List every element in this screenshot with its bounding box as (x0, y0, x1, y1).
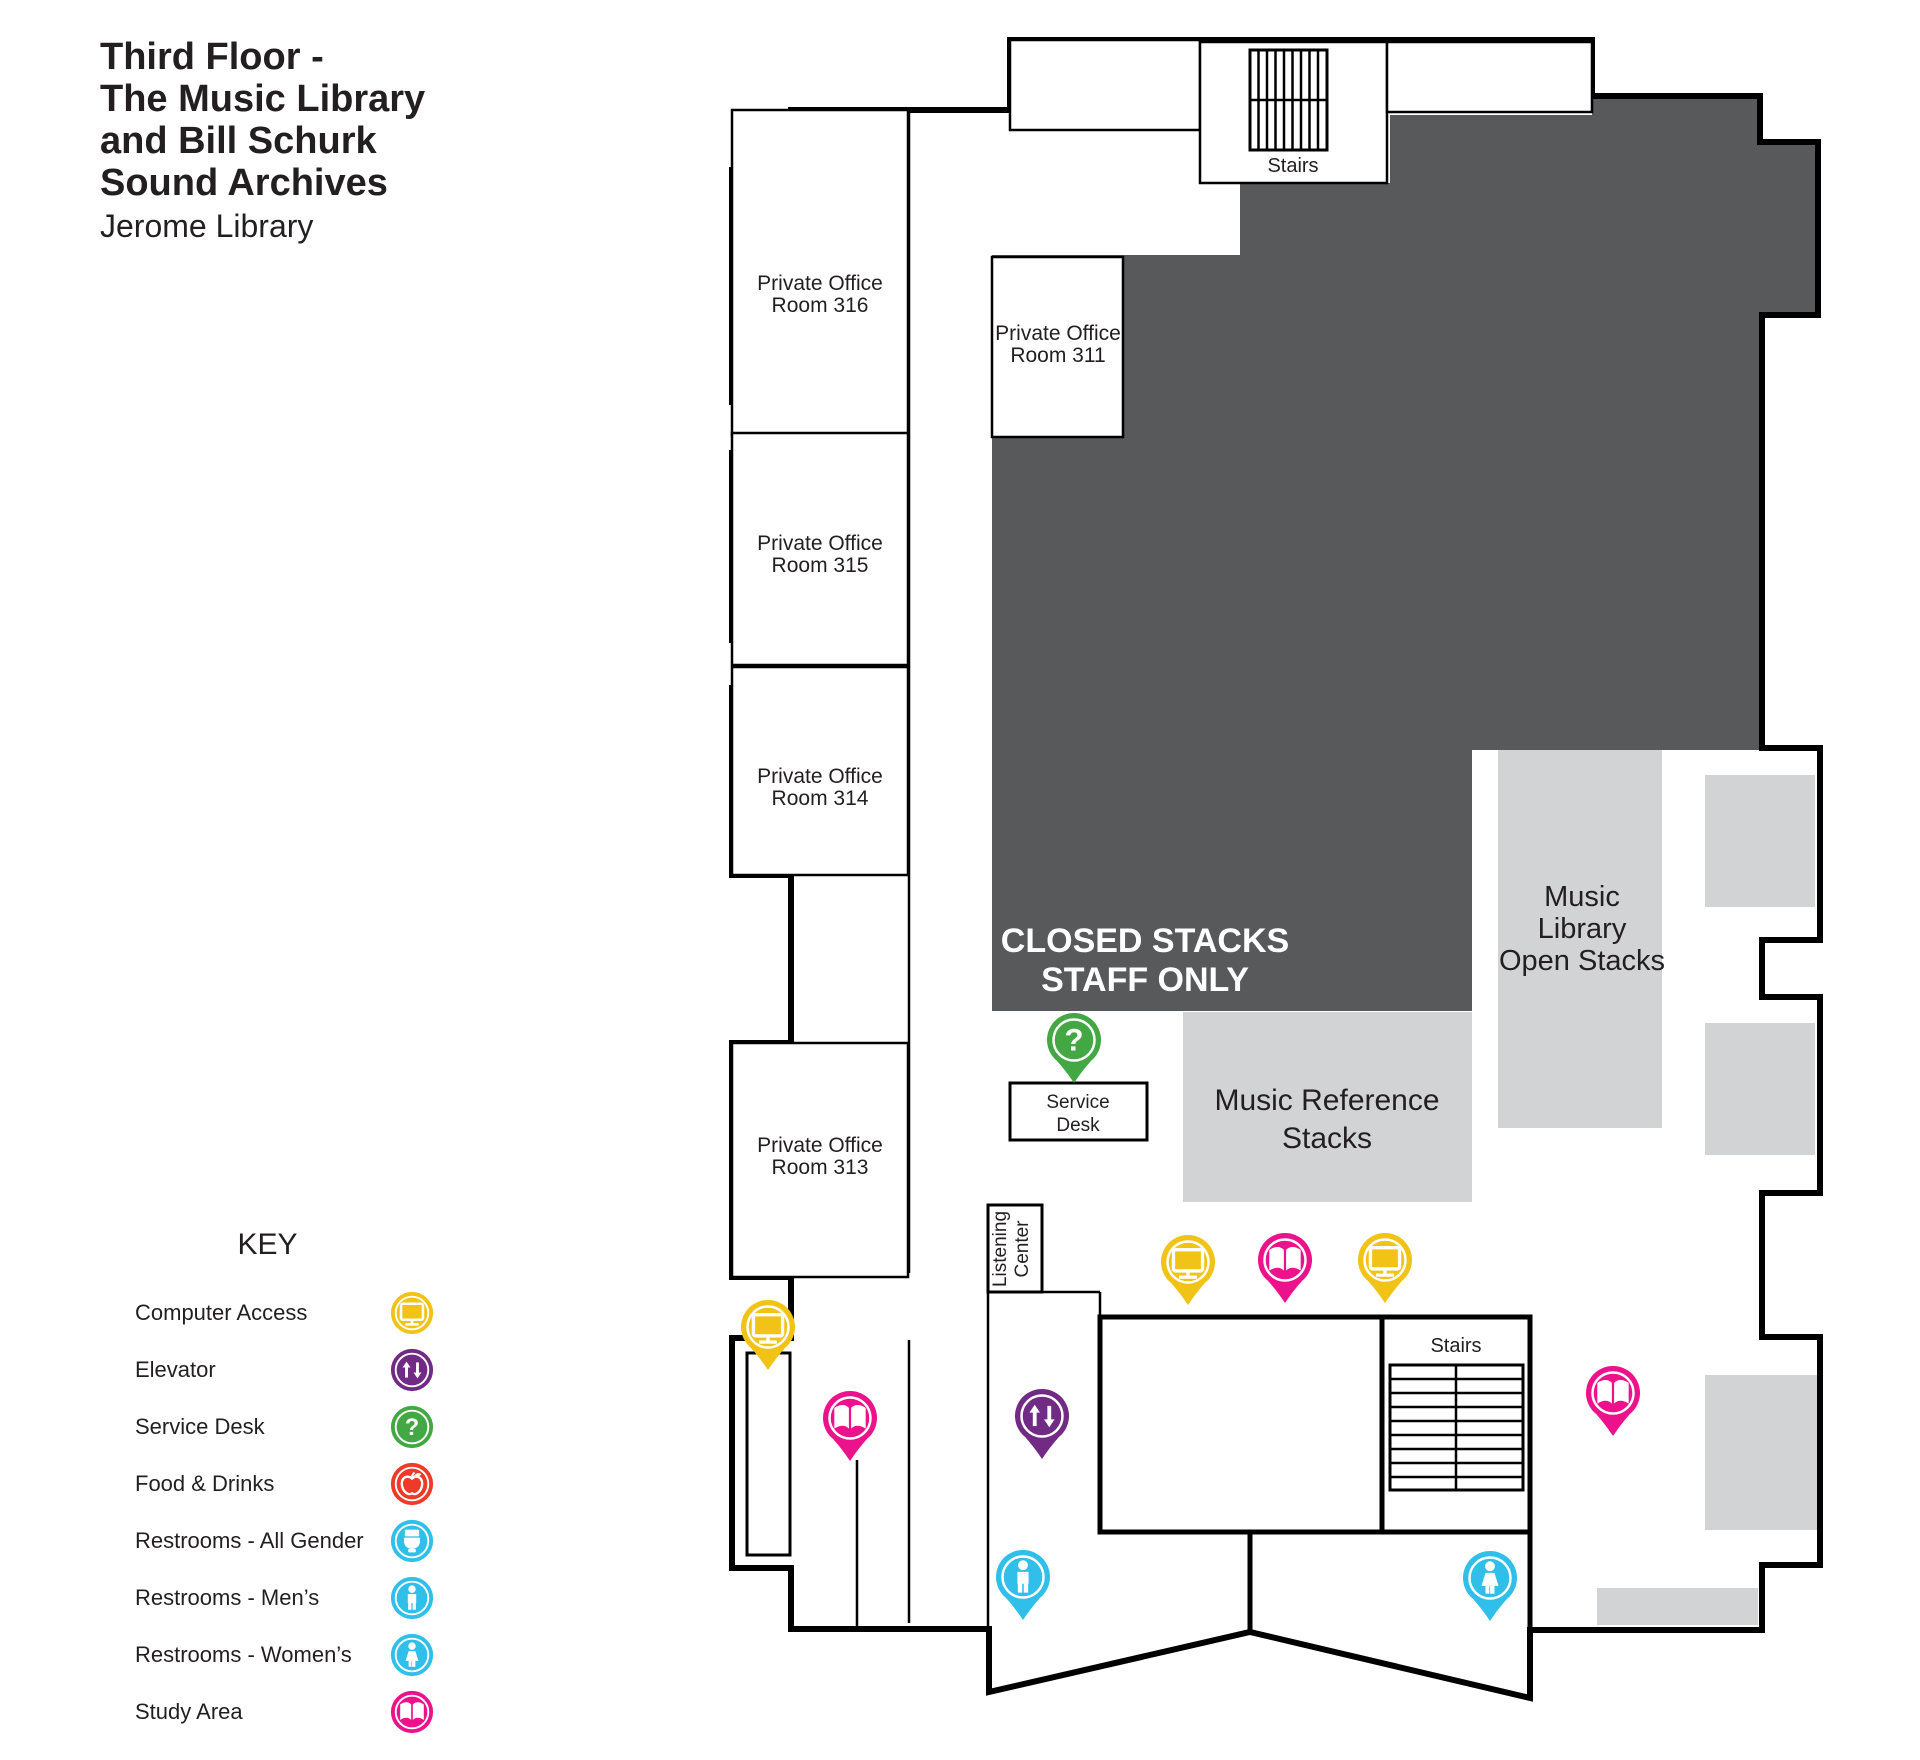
legend-label: Service Desk (135, 1413, 265, 1439)
legend-item-restroom-all-gender: Restrooms - All Gender (135, 1512, 435, 1569)
map-pin-book (1586, 1366, 1640, 1436)
title-line: and Bill Schurk (100, 120, 377, 162)
service-desk-label: Service (1046, 1092, 1109, 1113)
room-office-313 (730, 1041, 910, 1279)
office-311-label: Private Office (995, 322, 1121, 345)
display-case (745, 1351, 792, 1557)
map-pin-computer (1161, 1235, 1215, 1305)
map-pin-woman (1463, 1551, 1517, 1621)
legend-item-service-desk: Service Desk (135, 1398, 435, 1455)
legend-label: Restrooms - Men’s (135, 1584, 320, 1610)
music-reference-label: Music Reference (1214, 1084, 1439, 1117)
closed-stacks-area (992, 96, 1818, 1011)
open-stacks-label: Library (1538, 913, 1627, 945)
room-office-311 (990, 255, 1125, 439)
legend-item-elevator: Elevator (135, 1341, 435, 1398)
stack-block (1705, 775, 1815, 907)
legend-label: Elevator (135, 1356, 216, 1382)
title-line: Sound Archives (100, 162, 388, 204)
legend-item-study-area: Study Area (135, 1683, 435, 1740)
map-pin-elevator (1015, 1389, 1069, 1459)
stack-block (1597, 1588, 1758, 1625)
open-stacks-label: Open Stacks (1499, 945, 1665, 977)
map-pin-question (1047, 1013, 1101, 1083)
legend-label: Computer Access (135, 1299, 308, 1325)
stack-block (1705, 1375, 1817, 1530)
closed-stacks-label: STAFF ONLY (1041, 961, 1249, 999)
lobby-walls (1247, 1532, 1533, 1633)
legend-label: Restrooms - All Gender (135, 1527, 364, 1553)
room-office-314 (730, 665, 910, 877)
map-pin-book (823, 1391, 877, 1461)
legend-item-restroom-womens: Restrooms - Women’s (135, 1626, 435, 1683)
legend-heading: KEY (237, 1228, 298, 1261)
title-subtitle: Jerome Library (100, 208, 314, 244)
stairs-bottom-label: Stairs (1430, 1335, 1481, 1357)
map-pin-man (996, 1550, 1050, 1620)
legend-item-computer-access: Computer Access (135, 1284, 435, 1341)
title-line: The Music Library (100, 78, 426, 120)
room-top-right (1385, 40, 1594, 114)
music-reference-stacks-area (1183, 1012, 1472, 1202)
legend-label: Study Area (135, 1698, 243, 1724)
listening-center-room (986, 1203, 1044, 1294)
map-pin-book (1258, 1233, 1312, 1303)
stairs-top-icon (1248, 48, 1329, 152)
legend: KEY Computer Access Elevator Service Des… (135, 1228, 435, 1740)
legend-item-restroom-mens: Restrooms - Men’s (135, 1569, 435, 1626)
stairs-top-label: Stairs (1267, 155, 1318, 177)
office-313-label: Room 313 (772, 1156, 869, 1179)
office-315-label: Private Office (757, 532, 883, 555)
page-title: Third Floor - The Music Library and Bill… (100, 36, 425, 246)
office-314-label: Room 314 (772, 787, 869, 810)
stack-block (1705, 1023, 1815, 1155)
office-314-label: Private Office (757, 765, 883, 788)
title-line: Third Floor - (100, 36, 324, 78)
room-office-316 (730, 108, 910, 437)
closed-stacks-label: CLOSED STACKS (1001, 922, 1289, 960)
office-315-label: Room 315 (772, 554, 869, 577)
listening-center-label: Center (1012, 1220, 1033, 1278)
stairs-bottom-icon (1388, 1363, 1525, 1492)
office-311-label: Room 311 (1010, 344, 1105, 367)
room-top-center (1008, 38, 1202, 132)
open-stacks-area (1498, 750, 1662, 1128)
service-desk-box (1008, 1081, 1149, 1142)
music-reference-label: Stacks (1282, 1122, 1372, 1155)
central-room (1097, 1314, 1385, 1535)
listening-center-label: Listening (990, 1211, 1011, 1287)
office-313-label: Private Office (757, 1134, 883, 1157)
room-office-315 (730, 431, 910, 667)
legend-item-food-drinks: Food & Drinks (135, 1455, 435, 1512)
open-stacks-label: Music (1544, 881, 1620, 913)
office-316-label: Room 316 (772, 294, 869, 317)
office-316-label: Private Office (757, 272, 883, 295)
legend-label: Restrooms - Women’s (135, 1641, 352, 1667)
legend-label: Food & Drinks (135, 1470, 275, 1496)
map-pin-computer (1358, 1233, 1412, 1303)
service-desk-label: Desk (1056, 1115, 1100, 1136)
